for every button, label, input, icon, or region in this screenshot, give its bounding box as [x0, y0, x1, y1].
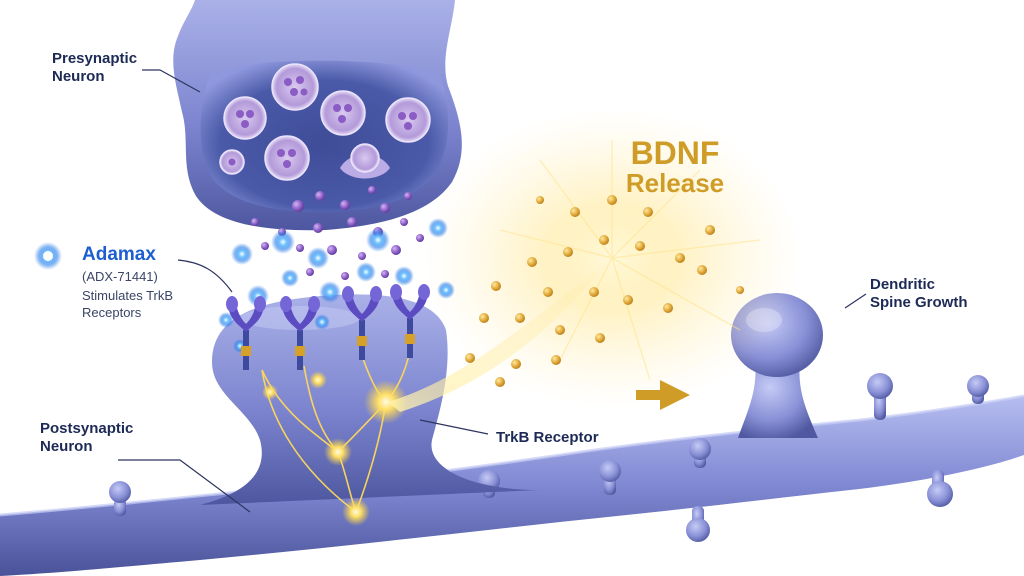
- dendritic-label-line1: Dendritic: [870, 276, 936, 293]
- synaptic-vesicles: [219, 63, 431, 181]
- dendritic-label-line2: Spine Growth: [870, 294, 968, 311]
- postsynaptic-label-line2: Neuron: [40, 438, 93, 455]
- signal-nodes: [262, 371, 408, 526]
- postsynaptic-label-line1: Postsynaptic: [40, 420, 134, 437]
- presynaptic-label-line1: Presynaptic: [52, 50, 138, 67]
- bdnf-particles: [465, 195, 744, 387]
- leader-lines: [118, 69, 867, 513]
- presynaptic-terminal: [173, 0, 462, 231]
- adamax-particles: [218, 218, 455, 353]
- bdnf-label-line2: Release: [625, 168, 725, 198]
- adamax-code-label: (ADX-71441): [82, 269, 158, 284]
- arrow-right-icon: [636, 380, 690, 410]
- trkb-receptors: [226, 284, 430, 370]
- adamax-marker-icon: [34, 242, 62, 270]
- bdnf-label-line1: BDNF: [630, 135, 720, 171]
- bdnf-burst: [388, 108, 802, 412]
- postsynaptic-neuron-label: Postsynaptic Neuron: [40, 420, 133, 456]
- presynaptic-label-line2: Neuron: [52, 68, 105, 85]
- small-spines: [109, 373, 989, 542]
- presynaptic-neuron-label: Presynaptic Neuron: [52, 50, 137, 86]
- adamax-description-line2: Receptors: [82, 305, 142, 320]
- adamax-name-label: Adamax: [82, 244, 156, 265]
- dendrite-shaft: [0, 394, 1024, 576]
- neurotransmitter-particles: [251, 186, 424, 280]
- adamax-description-line1: Stimulates TrkB: [82, 288, 174, 303]
- bdnf-release-label: BDNF Release: [600, 135, 750, 198]
- trkb-receptor-label: TrkB Receptor: [496, 429, 599, 446]
- dendritic-spine-growth-label: Dendritic Spine Growth: [870, 276, 968, 312]
